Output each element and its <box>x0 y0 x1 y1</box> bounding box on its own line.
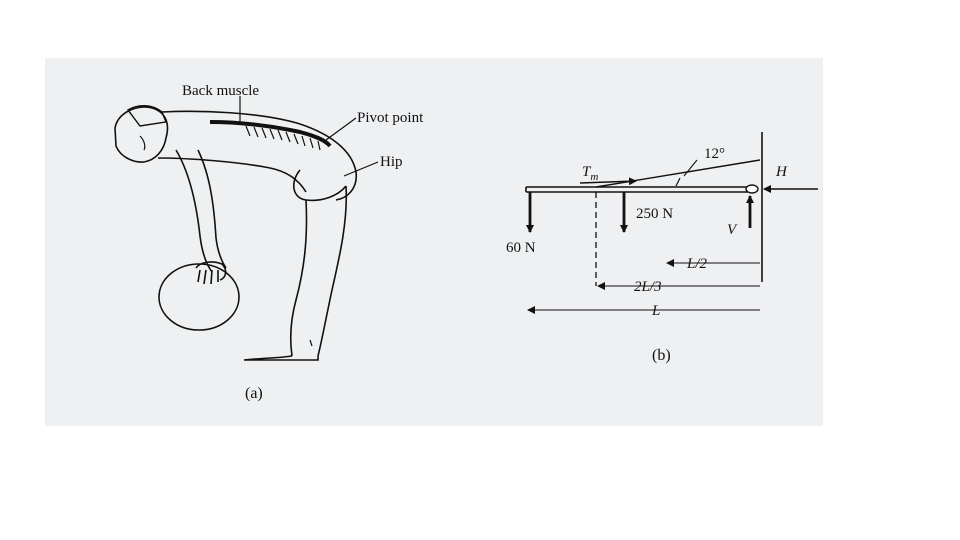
ball <box>158 263 240 331</box>
label-angle: 12° <box>704 146 725 162</box>
label-tension: Tm <box>582 164 598 183</box>
label-h: H <box>775 164 788 180</box>
torso-underside <box>157 157 307 193</box>
label-back-muscle: Back muscle <box>182 83 259 99</box>
arm-inner <box>197 149 227 269</box>
pivot-pin <box>745 184 759 194</box>
label-dim-full: L <box>651 303 660 319</box>
back-muscle <box>209 120 332 151</box>
label-pivot-point: Pivot point <box>357 110 424 126</box>
caption-b: (b) <box>652 347 671 364</box>
tension-line <box>595 159 761 188</box>
angle-arc <box>675 177 681 187</box>
back-outline <box>161 110 358 201</box>
cap <box>126 105 167 127</box>
tension-arrow <box>579 177 637 186</box>
scanned-page-background <box>45 58 823 426</box>
label-60n: 60 N <box>506 240 536 256</box>
panel-b-free-body-diagram <box>525 132 818 314</box>
foot <box>243 355 319 361</box>
leg-back <box>317 185 348 357</box>
label-hip: Hip <box>380 154 403 170</box>
head <box>114 106 169 163</box>
label-250n: 250 N <box>636 206 673 222</box>
leg-front <box>290 199 308 357</box>
arm-outer <box>175 149 213 273</box>
panel-a-leader-lines <box>239 96 379 177</box>
label-dim-two-thirds: 2L/3 <box>634 279 662 295</box>
caption-a: (a) <box>245 385 263 402</box>
panel-a-bending-person <box>114 105 358 361</box>
label-dim-half: L/2 <box>686 256 708 272</box>
label-v: V <box>727 222 738 238</box>
hand <box>195 261 227 285</box>
